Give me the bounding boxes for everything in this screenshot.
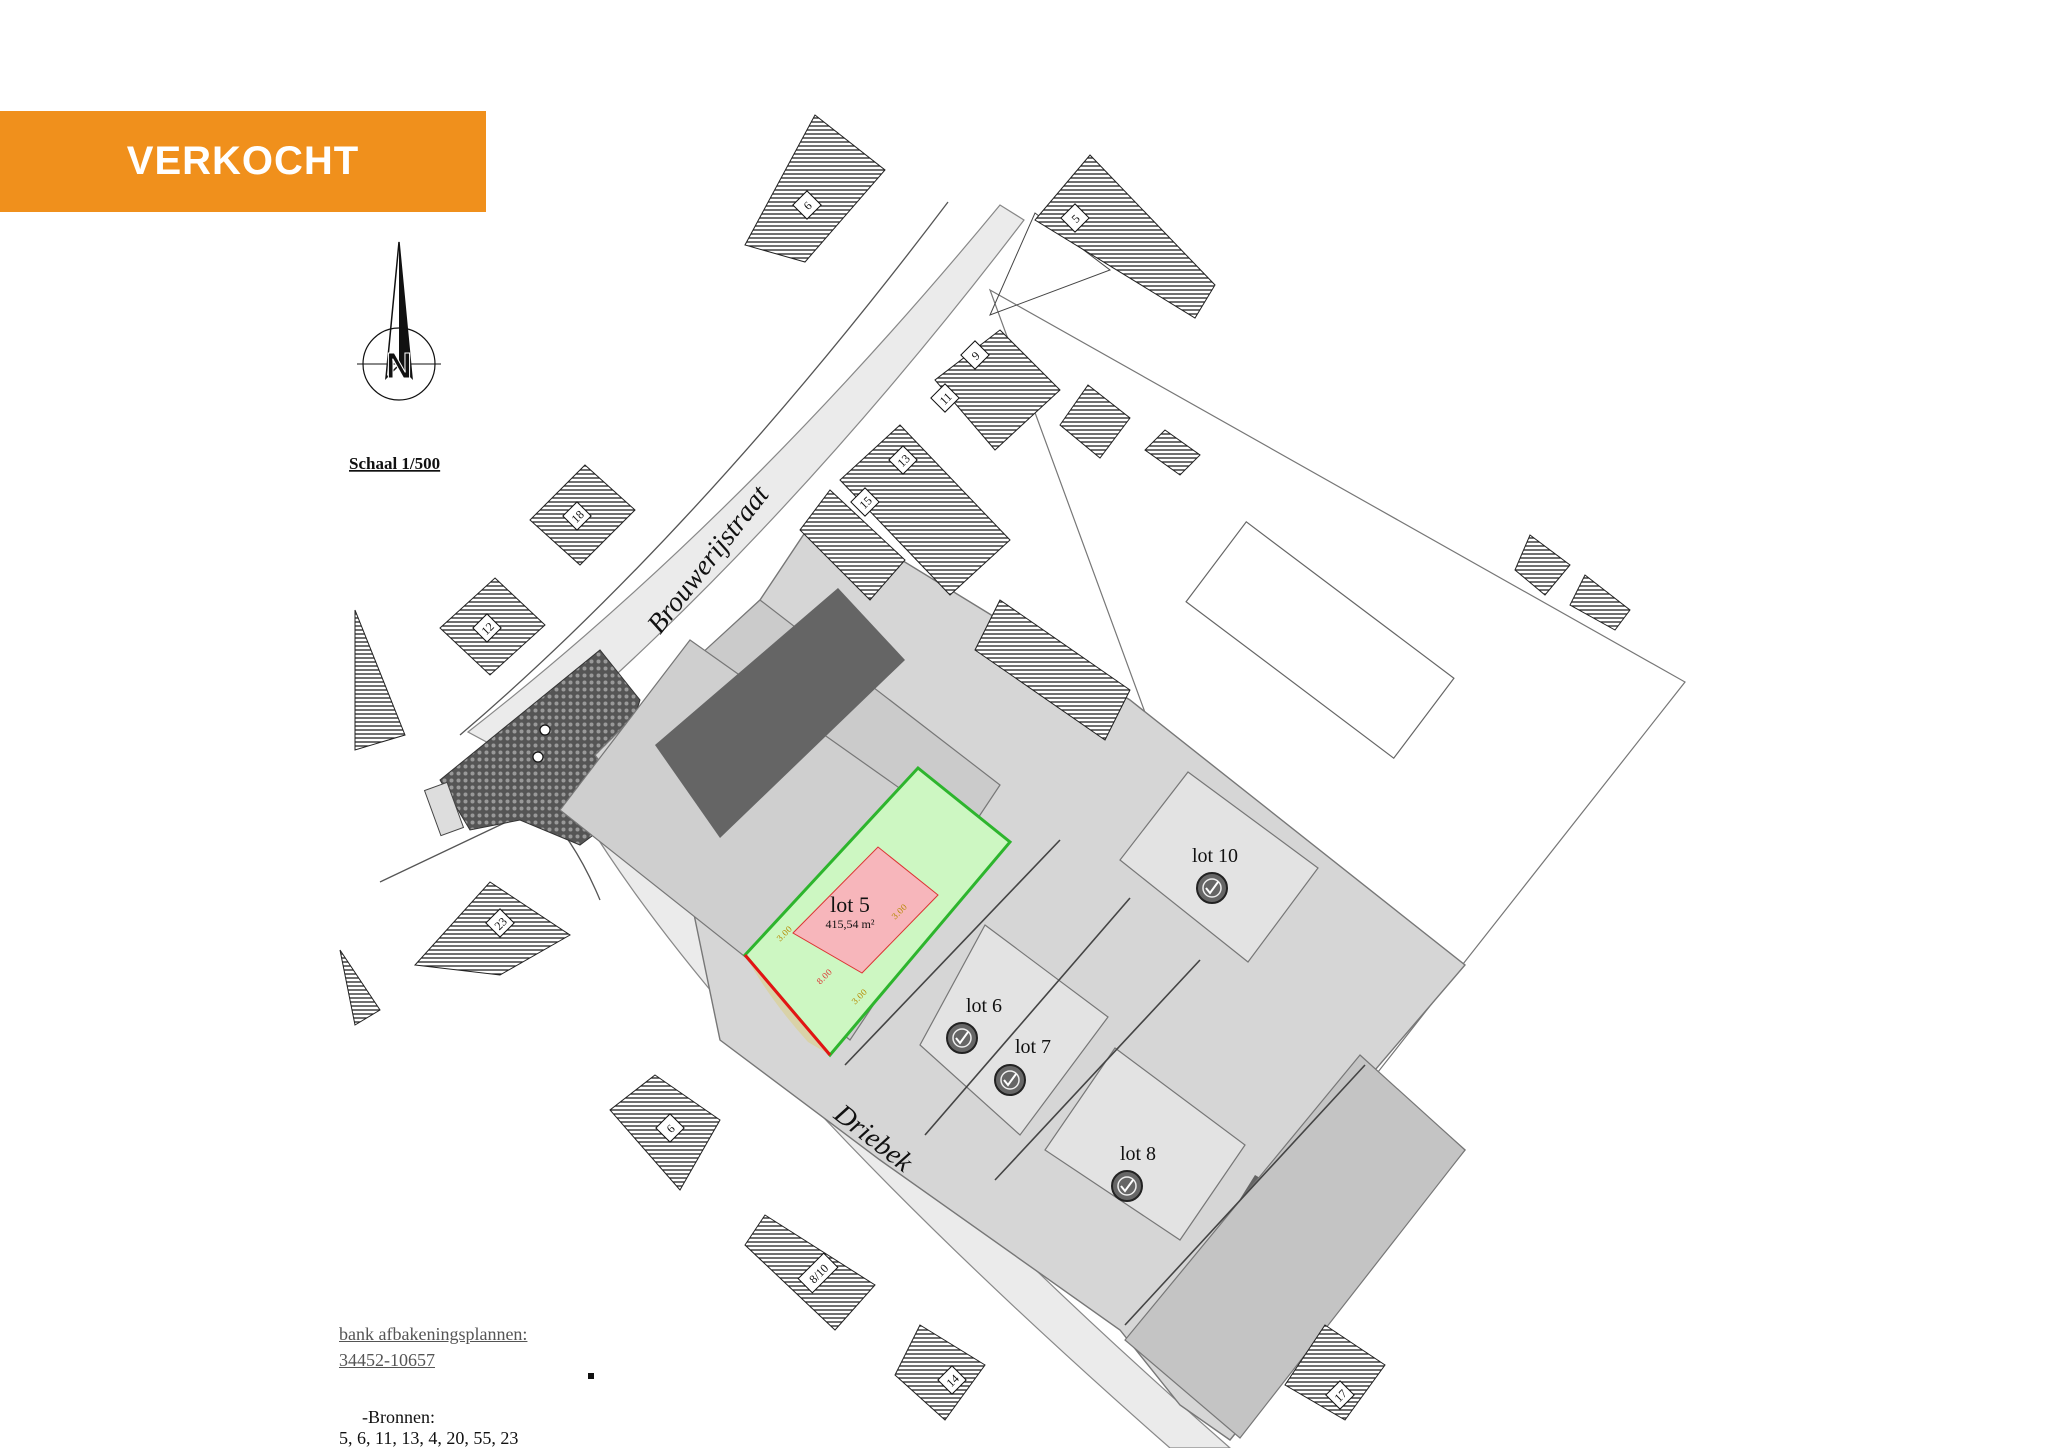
lot-6[interactable]: lot 6 [946, 995, 1002, 1054]
check-icon [946, 1022, 978, 1054]
house-numbers: 6 5 9 11 13 15 18 12 23 6 8/10 14 17 [472, 190, 1355, 1410]
footnote-line1: bank afbakeningsplannen: [339, 1324, 528, 1344]
check-icon [994, 1064, 1026, 1096]
lot6-label: lot 6 [966, 995, 1002, 1017]
north-label: N [386, 345, 412, 386]
footnote-line2: 34452-10657 [339, 1350, 435, 1370]
plot-lines [844, 839, 1366, 1326]
status-badge-label: VERKOCHT [126, 139, 360, 183]
footnote-line4: 5, 6, 11, 13, 4, 20, 55, 23 [339, 1428, 519, 1448]
footnote-line3: -Bronnen: [362, 1407, 435, 1427]
lot-5[interactable]: lot 5 415,54 m² 3.00 3.00 8.00 3.00 [742, 765, 1013, 1058]
lot5-curve [743, 954, 832, 1056]
lot-8[interactable]: lot 8 [1111, 1143, 1156, 1202]
lot8-label: lot 8 [1120, 1143, 1156, 1165]
parking-rectangle [1185, 520, 1455, 760]
lot-10[interactable]: lot 10 [1192, 845, 1238, 904]
grey-east-block [1124, 1054, 1466, 1439]
lot10-label: lot 10 [1192, 845, 1238, 867]
lot5-house [792, 846, 939, 974]
yard-lot6-7 [919, 924, 1109, 1136]
yard-lot8 [1044, 1047, 1246, 1241]
check-icon [1111, 1170, 1143, 1202]
north-arrow-icon: N [357, 241, 441, 401]
lot5-label: lot 5 [830, 892, 870, 917]
yard-lot10 [1119, 771, 1319, 963]
lot7-label: lot 7 [1015, 1036, 1051, 1058]
legend-marker [588, 1373, 594, 1379]
status-badge: VERKOCHT [0, 111, 486, 212]
street-brouwerijstraat [459, 201, 1025, 761]
lot5-area: 415,54 m² [826, 917, 875, 931]
dark-building-north [655, 588, 905, 838]
check-icon [1196, 872, 1228, 904]
scale-label: Schaal 1/500 [349, 454, 440, 473]
lot-7[interactable]: lot 7 [994, 1036, 1051, 1096]
